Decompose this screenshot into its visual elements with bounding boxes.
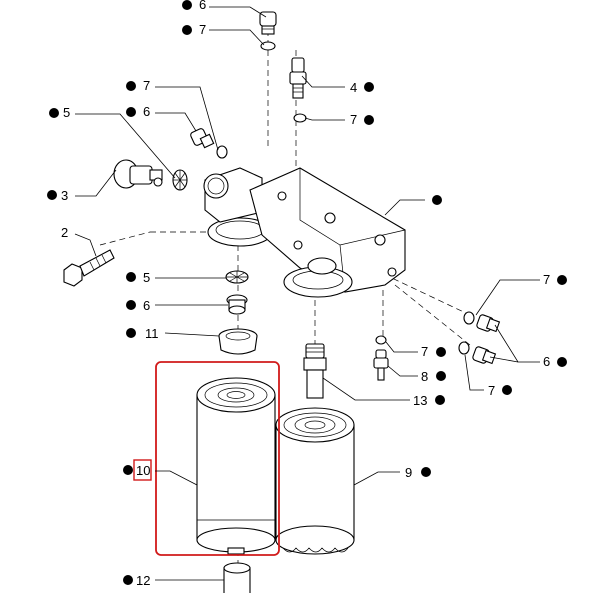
washer-center-part [375, 335, 387, 345]
callout-label: 13 [413, 393, 427, 408]
knob-part [113, 159, 163, 189]
callout-7-center[interactable]: 7 [421, 344, 446, 359]
callout-6-left[interactable]: 6 [126, 104, 150, 119]
plug-right-upper-part [476, 314, 501, 333]
callout-label: 6 [543, 354, 550, 369]
callout-8[interactable]: 8 [421, 369, 446, 384]
callout-dot [49, 108, 59, 118]
callout-label: 6 [143, 104, 150, 119]
callout-dot [364, 82, 374, 92]
callout-label: 3 [61, 188, 68, 203]
callout-label: 6 [143, 298, 150, 313]
spring-mid-part [225, 270, 249, 284]
callout-label: 4 [350, 80, 357, 95]
callout-dot [502, 385, 512, 395]
callout-dot [432, 195, 442, 205]
callout-label: 5 [63, 105, 70, 120]
callout-label: 9 [405, 465, 412, 480]
callout-label: 2 [61, 225, 68, 240]
callout-dot [126, 328, 136, 338]
callout-dot [126, 272, 136, 282]
callout-7-mid[interactable]: 7 [350, 112, 374, 127]
filter-9-part [275, 407, 355, 555]
washer-left-part [216, 145, 228, 159]
callout-9[interactable]: 9 [405, 465, 431, 480]
callout-label: 7 [143, 78, 150, 93]
callout-12[interactable]: 12 [123, 573, 150, 588]
callout-dot [182, 25, 192, 35]
callout-7-right2[interactable]: 7 [488, 383, 512, 398]
callout-dot [364, 115, 374, 125]
callout-dot [123, 465, 133, 475]
filter-housing-part [203, 167, 406, 298]
callout-dot [421, 467, 431, 477]
callout-dot [557, 275, 567, 285]
callout-7-top[interactable]: 7 [182, 22, 206, 37]
callout-6-mid[interactable]: 6 [126, 298, 150, 313]
callout-10[interactable]: 10 [123, 463, 150, 478]
filter-10-part [196, 377, 276, 555]
callout-label: 12 [136, 573, 150, 588]
callout-dot [557, 357, 567, 367]
cartridge-part [223, 562, 251, 598]
callout-label: 11 [145, 326, 159, 341]
plug-left-part [190, 128, 215, 149]
callout-label: 7 [421, 344, 428, 359]
plug-top-part [259, 11, 277, 35]
callout-4[interactable]: 4 [350, 80, 374, 95]
nipple-part [303, 343, 327, 399]
plug-right-lower-part [472, 346, 497, 365]
washer-top-part [260, 41, 276, 51]
callout-label: 7 [199, 22, 206, 37]
callout-5-mid[interactable]: 5 [126, 270, 150, 285]
spring-part [172, 169, 188, 191]
callout-3[interactable]: 3 [47, 188, 68, 203]
plug-mid-part [226, 294, 248, 315]
callout-dot [435, 395, 445, 405]
callout-dot [436, 347, 446, 357]
washer-right-lower-part [458, 341, 470, 355]
selected-part-highlight [155, 361, 280, 556]
callout-dot [182, 0, 192, 10]
callout-2[interactable]: 2 [61, 225, 68, 240]
callout-label: 5 [143, 270, 150, 285]
bolt-part [63, 249, 115, 287]
callout-dot [126, 81, 136, 91]
callout-6-top[interactable]: 6 [182, 0, 206, 12]
callout-11[interactable]: 11 [126, 326, 159, 341]
callout-5-left[interactable]: 5 [49, 105, 70, 120]
callout-dot [126, 107, 136, 117]
callout-label: 6 [199, 0, 206, 12]
callout-label: 10 [136, 463, 150, 478]
callout-7-right[interactable]: 7 [543, 272, 567, 287]
callout-label: 8 [421, 369, 428, 384]
callout-dot [123, 575, 133, 585]
fitting-center-part [373, 349, 389, 381]
callout-label: 7 [350, 112, 357, 127]
washer-sensor-part [293, 113, 307, 123]
ring-part [218, 328, 258, 355]
callout-housing[interactable] [432, 195, 442, 205]
callout-7-left[interactable]: 7 [126, 78, 150, 93]
callout-6-right[interactable]: 6 [543, 354, 567, 369]
leader-lines [74, 6, 540, 581]
sensor-part [289, 57, 307, 99]
washer-right-part [463, 311, 475, 325]
callout-dot [436, 371, 446, 381]
callout-dot [126, 300, 136, 310]
callout-dot [47, 190, 57, 200]
callout-label: 7 [543, 272, 550, 287]
selected-label-highlight [133, 459, 152, 481]
callout-label: 7 [488, 383, 495, 398]
callout-13[interactable]: 13 [413, 393, 445, 408]
